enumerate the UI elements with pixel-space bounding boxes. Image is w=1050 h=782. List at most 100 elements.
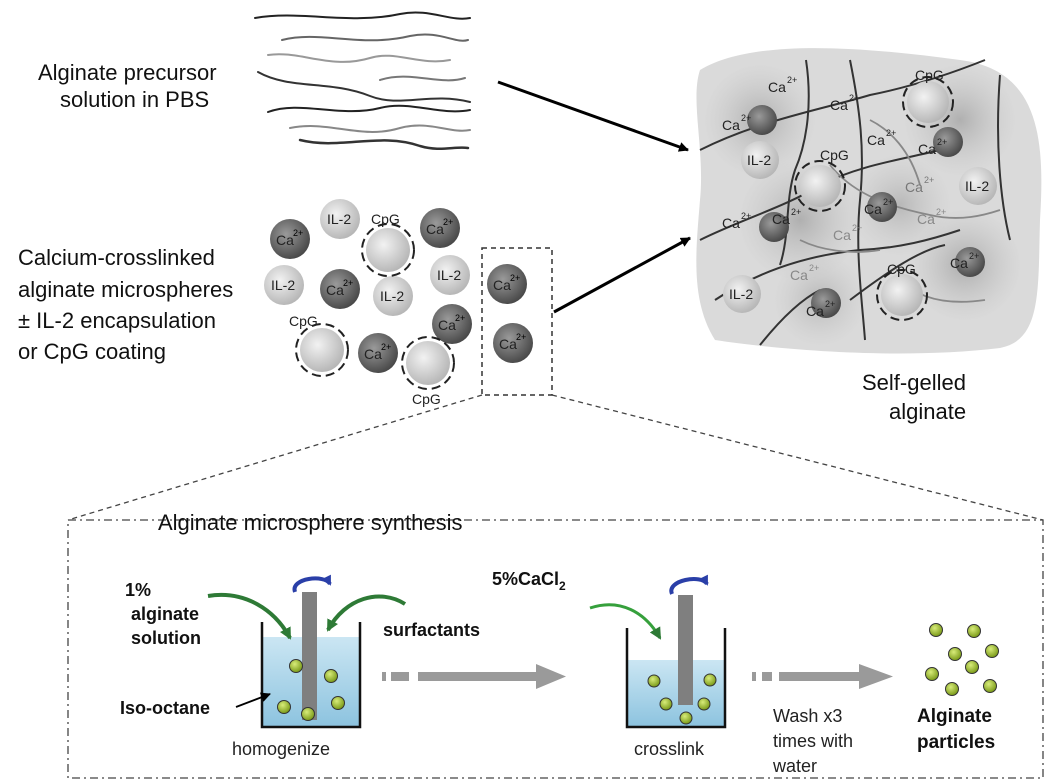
microspheres-label-line3: ± IL-2 encapsulation — [18, 308, 216, 333]
alginate-input-arrow — [207, 592, 292, 640]
il2-sphere: IL-2 — [430, 255, 470, 295]
gel-ca-superscript: 2+ — [741, 113, 751, 123]
ca-label: Ca — [499, 336, 517, 352]
ca-superscript: 2+ — [510, 273, 520, 283]
gel-ca-label: Ca — [864, 201, 882, 217]
gel-ca-superscript: 2+ — [936, 207, 946, 217]
selection-box — [481, 247, 553, 396]
ca-superscript: 2+ — [293, 228, 303, 238]
gel-cpg-label: CpG — [887, 261, 916, 277]
gel-ca-label: Ca — [918, 141, 936, 157]
gel-cpg-label: CpG — [915, 67, 944, 83]
ca-sphere: Ca 2+ — [320, 269, 360, 309]
wash-label-line3: water — [772, 756, 817, 776]
cpg-label: CpG — [371, 211, 400, 227]
cacl2-input-arrow — [589, 603, 662, 640]
gel-ca-superscript: 2+ — [886, 128, 896, 138]
gel-ca-superscript: 2+ — [937, 137, 947, 147]
ca-superscript: 2+ — [516, 332, 526, 342]
cacl2-main: 5%CaCl — [492, 569, 559, 589]
ca-superscript: 2+ — [455, 313, 465, 323]
homogenize-beaker — [260, 574, 362, 729]
gel-ca-label: Ca — [950, 255, 968, 271]
iso-octane-pointer — [235, 692, 271, 708]
rotation-icon — [292, 574, 332, 593]
gel-ca-superscript: 2+ — [883, 197, 893, 207]
gel-ca-label: Ca — [790, 267, 808, 283]
gel-il2-label: IL-2 — [729, 286, 753, 302]
ca-sphere: Ca 2+ — [432, 304, 472, 344]
gel-ca-label: Ca — [905, 179, 923, 195]
cpg-label: CpG — [412, 391, 441, 407]
gel-cpg-label: CpG — [820, 147, 849, 163]
self-gelled-alginate: Ca 2+ Ca 2+ Ca 2+ Ca 2+ Ca 2+ Ca 2+ Ca 2… — [696, 48, 1042, 354]
gel-ca-superscript: 2+ — [791, 207, 801, 217]
ca-label: Ca — [426, 221, 444, 237]
cpg-coated-sphere: CpG — [401, 336, 455, 407]
ca-sphere: Ca 2+ — [420, 208, 460, 248]
ca-sphere: Ca 2+ — [487, 264, 527, 304]
gel-il2-label: IL-2 — [747, 152, 771, 168]
alginate-solution-label-line2: alginate — [131, 604, 199, 624]
ca-label: Ca — [438, 317, 456, 333]
gel-il2-label: IL-2 — [965, 178, 989, 194]
microspheres-label-line4: or CpG coating — [18, 339, 166, 364]
ca-sphere: Ca 2+ — [358, 333, 398, 373]
ca-superscript: 2+ — [381, 342, 391, 352]
gel-ca-label: Ca — [917, 211, 935, 227]
arrow-microspheres-to-gel — [553, 236, 691, 314]
ca-superscript: 2+ — [443, 217, 453, 227]
ca-label: Ca — [276, 232, 294, 248]
wash-label-line2: times with — [773, 731, 853, 751]
cpg-coated-sphere: CpG — [361, 211, 415, 277]
gel-ca-label: Ca — [867, 132, 885, 148]
gel-ca-superscript: 2+ — [849, 93, 859, 103]
il2-label: IL-2 — [327, 211, 351, 227]
precursor-label-line2: solution in PBS — [60, 87, 209, 112]
arrow-precursor-to-gel — [497, 80, 689, 152]
self-gelled-label-line2: alginate — [889, 399, 966, 424]
gel-ca-label: Ca — [806, 303, 824, 319]
stirrer-shaft — [678, 595, 693, 705]
synthesis-panel — [67, 519, 1044, 779]
gel-ca-label: Ca — [722, 117, 740, 133]
particles-label-line1: Alginate — [917, 706, 992, 727]
self-gelled-label-line1: Self-gelled — [862, 370, 966, 395]
ca-sphere: Ca 2+ — [270, 219, 310, 259]
gel-ca-label: Ca — [772, 211, 790, 227]
particles-label-line2: particles — [917, 732, 995, 753]
process-arrow-2 — [752, 664, 893, 689]
gel-ca-superscript: 2+ — [787, 75, 797, 85]
il2-label: IL-2 — [271, 277, 295, 293]
microspheres-label-line2: alginate microspheres — [18, 277, 233, 302]
zoom-line-right — [551, 394, 1044, 521]
homogenizer-shaft — [302, 592, 317, 720]
zoom-line-left — [67, 394, 483, 521]
gel-ca-superscript: 2+ — [924, 175, 934, 185]
alginate-solution-label-line1: 1% — [125, 580, 151, 600]
iso-octane-label: Iso-octane — [120, 698, 210, 718]
surfactants-label: surfactants — [383, 620, 480, 640]
cpg-coated-sphere: CpG — [289, 313, 349, 377]
cacl2-label: 5%CaCl2 — [492, 569, 566, 593]
rotation-icon — [669, 574, 709, 595]
ca-label: Ca — [493, 277, 511, 293]
surfactants-input-arrow — [326, 594, 407, 632]
precursor-label-line1: Alginate precursor — [38, 60, 217, 85]
il2-sphere: IL-2 — [320, 199, 360, 239]
synthesis-title: Alginate microsphere synthesis — [158, 510, 462, 535]
crosslink-beaker — [625, 574, 727, 729]
cpg-label: CpG — [289, 313, 318, 329]
gel-ca-label: Ca — [722, 215, 740, 231]
ca-sphere: Ca 2+ — [493, 323, 533, 363]
microspheres-label-line1: Calcium-crosslinked — [18, 245, 215, 270]
ca-label: Ca — [364, 346, 382, 362]
wash-label-line1: Wash x3 — [773, 706, 842, 726]
ca-superscript: 2+ — [343, 278, 353, 288]
ca-label: Ca — [326, 282, 344, 298]
alginate-solution-label-line3: solution — [131, 628, 201, 648]
gel-ca-superscript: 2+ — [852, 223, 862, 233]
process-arrow-1 — [382, 664, 566, 689]
gel-ca-superscript: 2+ — [969, 251, 979, 261]
